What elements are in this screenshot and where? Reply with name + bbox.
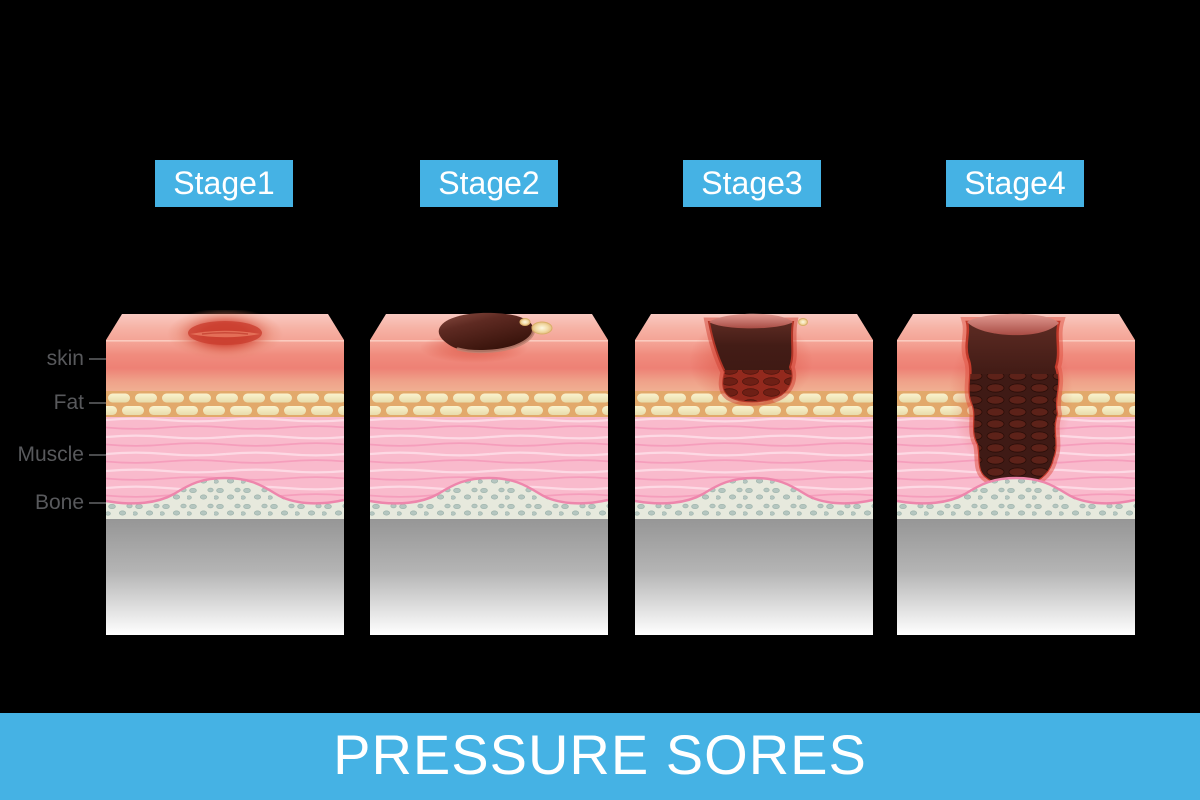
- leader-line: [89, 402, 109, 404]
- wound-stage2-crater: [420, 312, 553, 363]
- ground-shadow: [635, 519, 873, 635]
- layer-label-bone-text: Bone: [34, 491, 84, 514]
- tissue-block-stage1: [106, 310, 344, 635]
- stage-badge-4-label: Stage4: [964, 165, 1066, 201]
- fat-layer: [370, 391, 608, 417]
- stage-badge-1: Stage1: [155, 160, 293, 207]
- blister-bubble: [519, 318, 531, 326]
- stage-badge-3: Stage3: [683, 160, 821, 207]
- layer-label-fat-text: Fat: [53, 391, 84, 414]
- stage-badge-1-label: Stage1: [173, 165, 275, 201]
- stage-badge-3-label: Stage3: [701, 165, 803, 201]
- blister-bubble: [798, 318, 808, 326]
- leader-line: [89, 358, 109, 360]
- wound-stage1-redness: [167, 310, 283, 360]
- layer-label-muscle: Muscle: [0, 442, 117, 468]
- layer-label-skin: skin: [0, 346, 117, 372]
- tissue-block-stage4: [897, 313, 1135, 635]
- title-banner: PRESSURE SORES: [0, 713, 1200, 800]
- ground-shadow: [106, 519, 344, 635]
- stage-badge-4: Stage4: [946, 160, 1084, 207]
- tissue-block-stage3: [635, 313, 873, 635]
- wound-stage3-deep: [689, 313, 813, 408]
- layer-label-skin-text: skin: [46, 347, 84, 370]
- bone-layer: [106, 476, 344, 519]
- layer-label-bone: Bone: [0, 490, 117, 516]
- layer-label-fat: Fat: [0, 390, 117, 416]
- bone-layer-front: [897, 476, 1135, 519]
- leader-line: [89, 454, 109, 456]
- tissue-block-stage2: [370, 312, 608, 635]
- fat-layer: [106, 391, 344, 417]
- ground-shadow: [897, 519, 1135, 635]
- bone-layer: [370, 476, 608, 519]
- stage-badge-2-label: Stage2: [438, 165, 540, 201]
- stage-badge-2: Stage2: [420, 160, 558, 207]
- layer-label-muscle-text: Muscle: [17, 443, 84, 466]
- bone-layer: [635, 476, 873, 519]
- title-text: PRESSURE SORES: [333, 723, 867, 786]
- leader-line: [89, 502, 109, 504]
- ground-shadow: [370, 519, 608, 635]
- blister-bubble: [531, 321, 553, 335]
